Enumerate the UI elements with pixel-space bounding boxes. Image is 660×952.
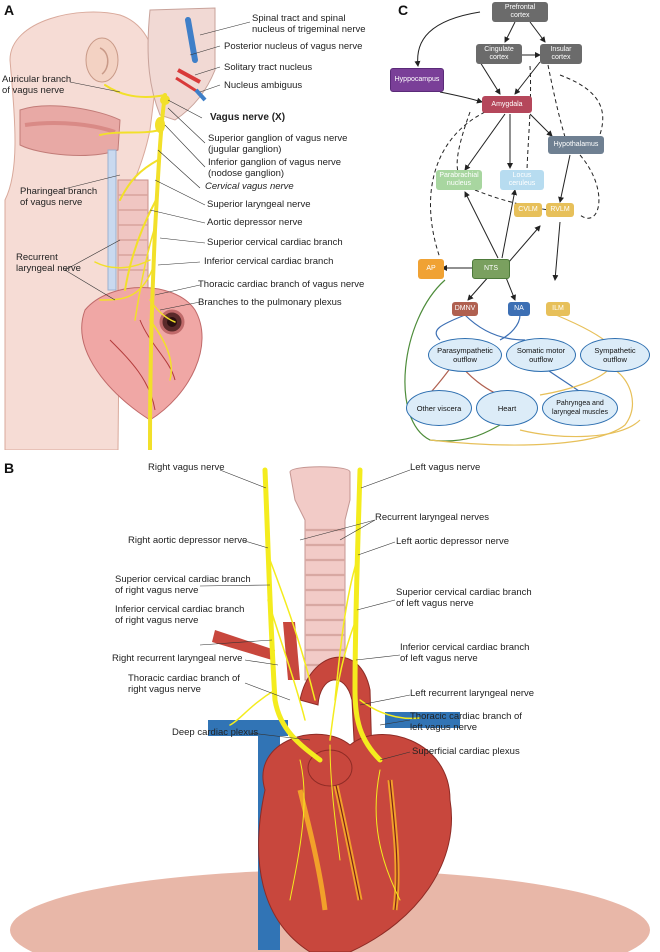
label-superior-laryngeal: Superior laryngeal nerve bbox=[207, 199, 311, 210]
label-left-vagus: Left vagus nerve bbox=[410, 462, 481, 473]
label-inferior-cervical-left: Inferior cervical cardiac branch of left… bbox=[400, 642, 530, 664]
superior-ganglion bbox=[160, 95, 170, 105]
label-vagus-nerve-x: Vagus nerve (X) bbox=[210, 112, 286, 123]
label-superior-cervical-right: Superior cervical cardiac branch of righ… bbox=[115, 574, 251, 596]
panel-b-letter: B bbox=[4, 460, 15, 476]
heart-b bbox=[258, 733, 452, 952]
node-locus-ceruleus: Locus ceruleus bbox=[500, 170, 544, 190]
label-superior-cervical-left: Superior cervical cardiac branch of left… bbox=[396, 587, 532, 609]
label-superior-ganglion: Superior ganglion of vagus nerve (jugula… bbox=[208, 133, 348, 155]
node-ap: AP bbox=[418, 259, 444, 279]
node-cvlm: CVLM bbox=[514, 203, 542, 217]
label-right-recurrent-laryngeal: Right recurrent laryngeal nerve bbox=[112, 653, 243, 664]
label-superficial-cardiac-plexus: Superficial cardiac plexus bbox=[412, 746, 520, 757]
label-recurrent-laryngeal: Recurrent laryngeal nerve bbox=[16, 252, 81, 274]
trachea-b bbox=[289, 466, 351, 681]
node-ilm: ILM bbox=[546, 302, 570, 316]
label-right-aortic-depressor: Right aortic depressor nerve bbox=[128, 535, 248, 546]
node-parabrachial-nucleus: Parabrachial nucleus bbox=[436, 170, 482, 190]
left-vagus-nerve bbox=[352, 467, 383, 763]
label-solitary-tract: Solitary tract nucleus bbox=[224, 62, 313, 73]
ellipse-parasympathetic-outflow: Parasympathetic outflow bbox=[428, 338, 502, 372]
label-auricular-branch: Auricular branch of vagus nerve bbox=[2, 74, 72, 96]
node-insular-cortex: Insular cortex bbox=[540, 44, 582, 64]
panel-a-illustration bbox=[4, 7, 251, 450]
label-deep-cardiac-plexus: Deep cardiac plexus bbox=[172, 727, 259, 738]
ellipse-somatic-motor-outflow: Somatic motor outflow bbox=[506, 338, 576, 372]
node-dmnv: DMNV bbox=[452, 302, 478, 316]
ellipse-heart: Heart bbox=[476, 390, 538, 426]
ellipse-pahryngea-laryngeal: Pahryngea and laryngeal muscles bbox=[542, 390, 618, 426]
label-left-aortic-depressor: Left aortic depressor nerve bbox=[396, 536, 510, 547]
label-posterior-nucleus: Posterior nucleus of vagus nerve bbox=[224, 41, 363, 52]
label-inferior-cervical-right: Inferior cervical cardiac branch of righ… bbox=[115, 604, 245, 626]
right-subclavian-artery bbox=[212, 630, 275, 660]
node-hypothalamus: Hypothalamus bbox=[548, 136, 604, 154]
ear bbox=[85, 37, 119, 83]
node-na: NA bbox=[508, 302, 530, 316]
node-prefrontal-cortex: Prefrontal cortex bbox=[492, 2, 548, 22]
pulmonary-artery-left bbox=[385, 712, 460, 728]
label-left-recurrent-laryngeal: Left recurrent laryngeal nerve bbox=[410, 688, 535, 699]
panel-c-letter: C bbox=[398, 2, 409, 18]
label-inferior-cervical-cardiac: Inferior cervical cardiac branch bbox=[204, 256, 334, 267]
vagus-nerve-a bbox=[148, 93, 167, 450]
label-right-vagus: Right vagus nerve bbox=[148, 462, 225, 473]
label-thoracic-cardiac: Thoracic cardiac branch of vagus nerve bbox=[198, 279, 365, 290]
ellipse-other-viscera: Other viscera bbox=[406, 390, 472, 426]
inferior-ganglion bbox=[155, 117, 165, 133]
label-inferior-ganglion: Inferior ganglion of vagus nerve (nodose… bbox=[208, 157, 342, 179]
label-thoracic-left: Thoracic cardiac branch of left vagus ne… bbox=[410, 711, 522, 733]
panel-a-letter: A bbox=[4, 2, 15, 18]
ellipse-sympathetic-outflow: Sympathetic outflow bbox=[580, 338, 650, 372]
label-spinal-tract: Spinal tract and spinal nucleus of trige… bbox=[252, 13, 366, 35]
label-aortic-depressor: Aortic depressor nerve bbox=[207, 217, 303, 228]
panel-c-arrows bbox=[404, 11, 641, 446]
node-rvlm: RVLM bbox=[546, 203, 574, 217]
label-pulmonary-plexus: Branches to the pulmonary plexus bbox=[198, 297, 342, 308]
node-hippocampus: Hyppocampus bbox=[390, 68, 444, 92]
node-nts: NTS bbox=[472, 259, 510, 279]
right-vagus-nerve bbox=[262, 467, 323, 763]
label-recurrent-laryngeal-nerves: Recurrent laryngeal nerves bbox=[375, 512, 490, 523]
label-superior-cervical-cardiac: Superior cervical cardiac branch bbox=[207, 237, 343, 248]
label-thoracic-right: Thoracic cardiac branch of right vagus n… bbox=[128, 673, 240, 695]
label-pharingeal-branch: Pharingeal branch of vagus nerve bbox=[20, 186, 98, 208]
node-cingulate-cortex: Cingulate cortex bbox=[476, 44, 522, 64]
label-nucleus-ambiguus: Nucleus ambiguus bbox=[224, 80, 303, 91]
node-amygdala: Amygdala bbox=[482, 96, 532, 113]
label-cervical-vagus: Cervical vagus nerve bbox=[205, 181, 294, 192]
